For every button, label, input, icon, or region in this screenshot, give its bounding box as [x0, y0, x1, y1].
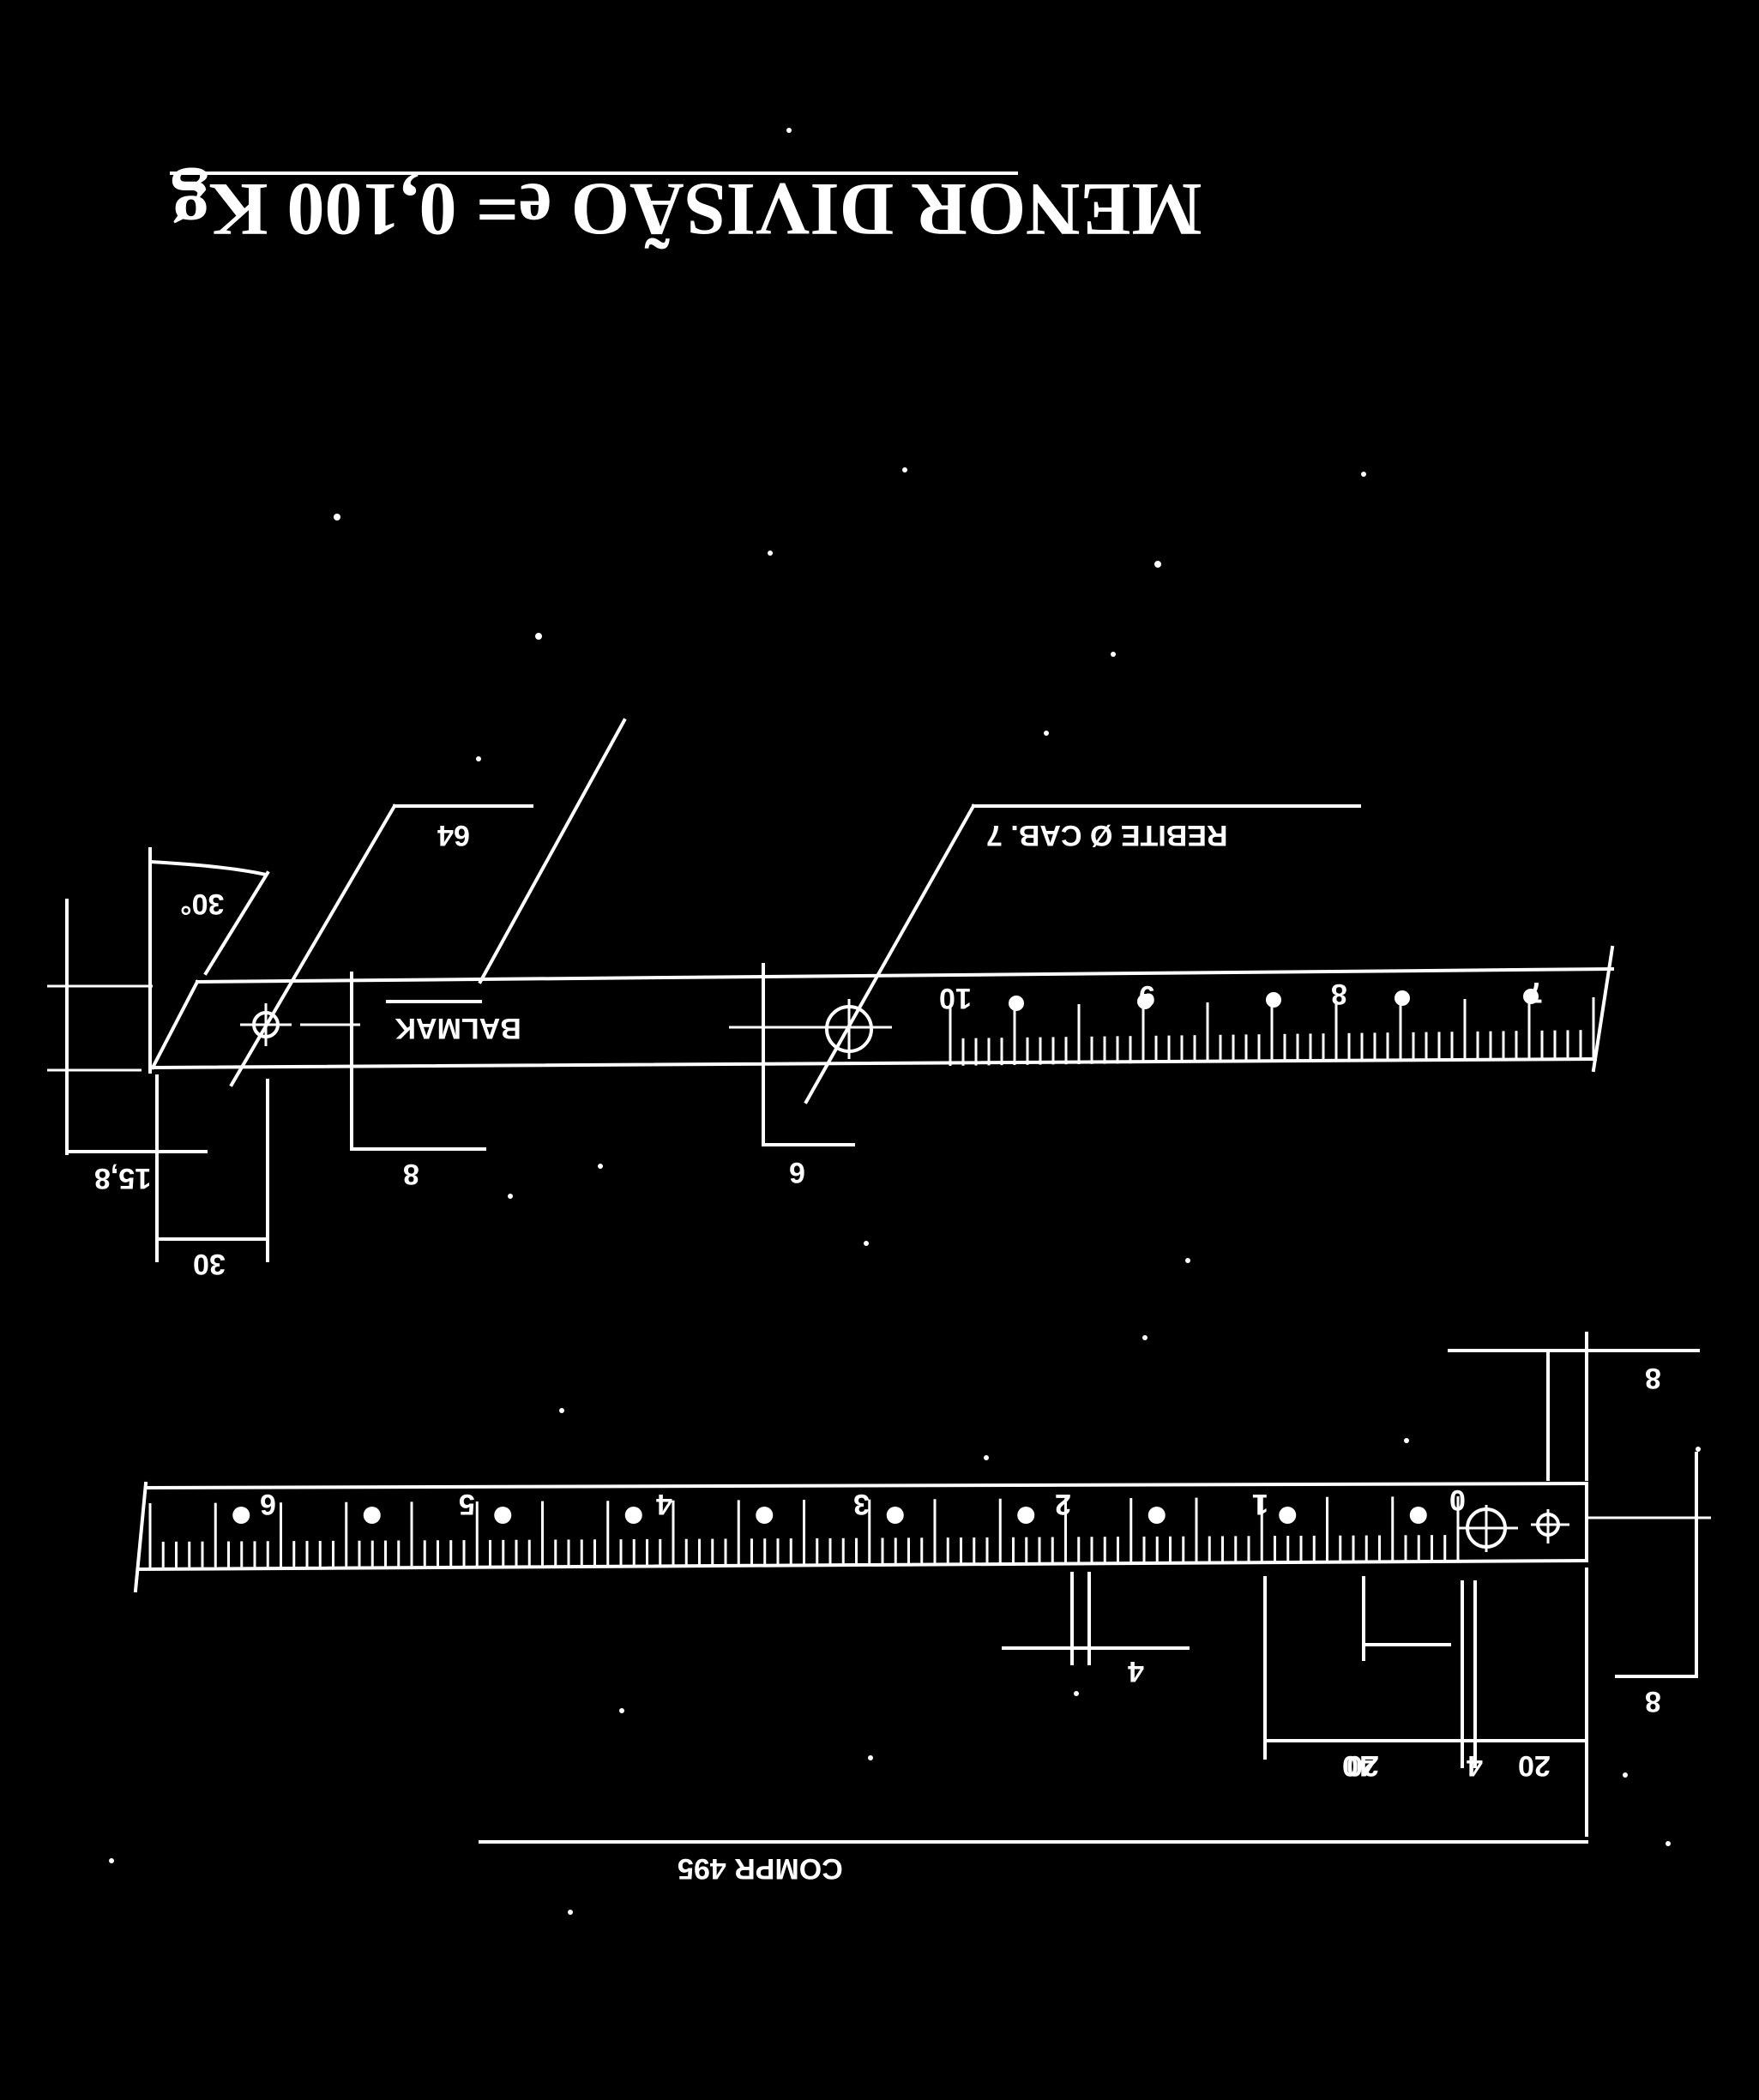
- lower-ruler-top-edge: [143, 1481, 1589, 1490]
- lower-scale-number-0: 0: [1449, 1483, 1466, 1516]
- dim-30-degree: 30°: [180, 888, 224, 920]
- upper-ruler-ticks: [949, 997, 1595, 1066]
- upper-marker-dot: [1266, 992, 1281, 1008]
- lower-ruler-ticks: [148, 1496, 1460, 1567]
- balmak-leader: [478, 718, 627, 984]
- upper-scale-number-9: 9: [1139, 979, 1155, 1012]
- dim-8-top: 8: [1645, 1362, 1661, 1394]
- upper-scale-number-7: 7: [1527, 976, 1543, 1008]
- dim-20-inner: 20: [1346, 1749, 1379, 1782]
- scan-noise: [109, 128, 1701, 1915]
- upper-scale-number-10: 10: [939, 982, 972, 1014]
- lower-scale-number-4: 4: [656, 1488, 672, 1520]
- dim-4: 4: [1128, 1655, 1144, 1688]
- lower-scale-number-1: 1: [1252, 1488, 1268, 1520]
- angle-leg: [203, 870, 270, 976]
- lower-marker-dot: [1017, 1507, 1035, 1524]
- upper-marker-dot: [1523, 989, 1539, 1004]
- angle-arc: [148, 859, 268, 877]
- leader-64-a: [229, 803, 397, 1087]
- lower-scale-number-6: 6: [260, 1488, 276, 1520]
- upper-ruler-bottom-edge: [150, 1056, 1598, 1070]
- upper-ruler-top-edge: [195, 966, 1615, 984]
- overall-length: COMPR 495: [678, 1852, 843, 1885]
- balmak-label: BALMAK: [395, 1012, 521, 1044]
- dim-40: 40: [1342, 1749, 1375, 1782]
- lower-ruler: [133, 1481, 1589, 1593]
- dim-158: 15,8: [94, 1162, 151, 1194]
- dim-8: 8: [403, 1158, 419, 1190]
- rivet-leader-a: [804, 803, 976, 1104]
- lower-scale-number-2: 2: [1055, 1488, 1071, 1520]
- lower-marker-dot: [1409, 1507, 1427, 1524]
- dim-6: 6: [789, 1156, 805, 1188]
- upper-ruler: [150, 945, 1615, 1073]
- lower-ruler-bottom-edge: [136, 1558, 1589, 1572]
- upper-ruler-markers: [1009, 989, 1539, 1011]
- lower-scale-number-3: 3: [853, 1488, 870, 1520]
- dim-30: 30: [193, 1248, 226, 1280]
- upper-ruler-angled-end: [150, 979, 200, 1070]
- lower-marker-dot: [1279, 1507, 1297, 1524]
- lower-scale-number-5: 5: [459, 1488, 475, 1520]
- rivet-label: REBITE Ø CAB. 7: [986, 819, 1227, 851]
- upper-marker-dot: [1009, 996, 1024, 1011]
- upper-marker-dot: [1395, 990, 1410, 1006]
- lower-marker-dot: [886, 1507, 904, 1524]
- dim-64: 64: [437, 819, 470, 851]
- lower-marker-dot: [494, 1507, 512, 1524]
- upper-ruler-right-end: [1591, 945, 1615, 1073]
- upper-scale-number-8: 8: [1331, 978, 1347, 1010]
- lower-ruler-left-end: [133, 1481, 148, 1593]
- upper-marker-dot: [1137, 994, 1153, 1009]
- lower-marker-dot: [756, 1507, 774, 1524]
- lower-marker-dot: [1148, 1507, 1166, 1524]
- lower-marker-dot: [363, 1507, 381, 1524]
- lower-marker-dot: [624, 1507, 642, 1524]
- lower-ruler-markers: [232, 1507, 1427, 1524]
- title-text: MENOR DIVISÃO e= 0,100 Kg: [172, 167, 1202, 250]
- lower-marker-dot: [232, 1507, 250, 1524]
- dim-8-bottom: 8: [1645, 1685, 1661, 1718]
- dim-4b: 4: [1467, 1749, 1483, 1782]
- dim-20: 20: [1518, 1749, 1551, 1782]
